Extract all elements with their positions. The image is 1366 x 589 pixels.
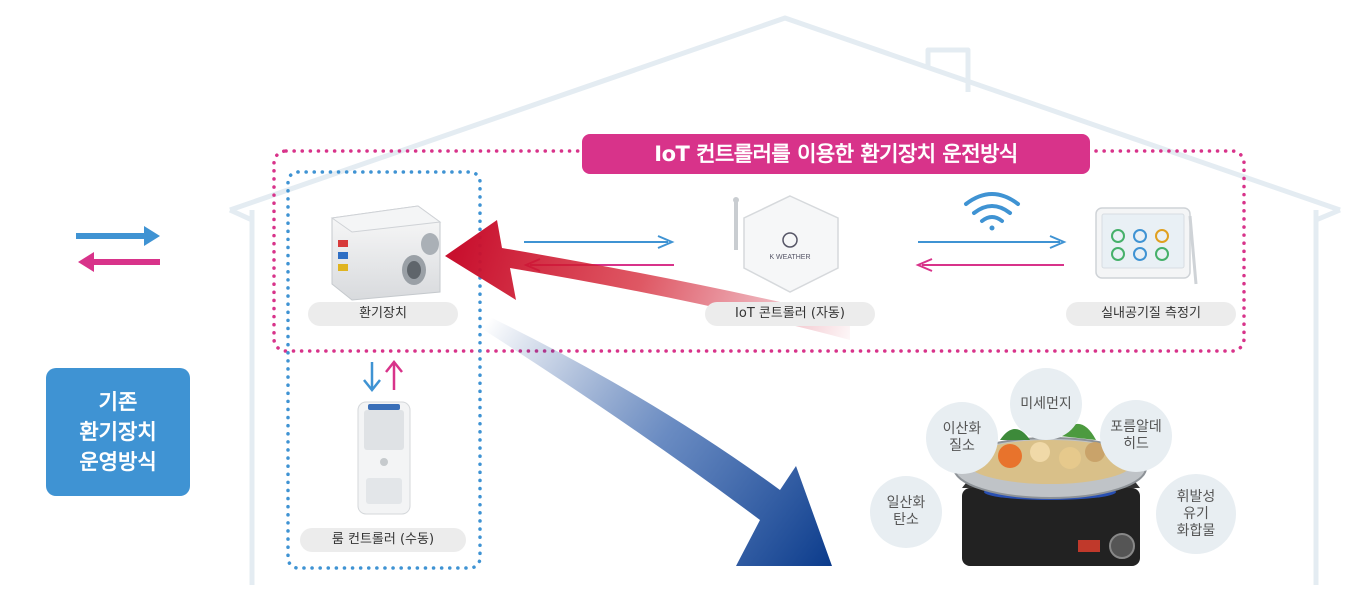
- pollutant-no2: 이산화 질소: [926, 402, 998, 474]
- legacy-label-line-2: 환기장치: [79, 420, 157, 444]
- air-meter-image: [1095, 207, 1198, 285]
- iot-system-frame: [272, 149, 1246, 353]
- iot-brand-text: K WEATHER: [769, 254, 810, 261]
- house-outline: [228, 15, 1341, 585]
- iot-meter-arrows: [915, 235, 1067, 272]
- ventilator-label: 환기장치: [308, 302, 458, 326]
- legacy-label-line-1: 기존: [98, 390, 138, 414]
- room-controller-image: [357, 401, 411, 515]
- legacy-operation-label: 기존 환기장치 운영방식: [46, 368, 190, 496]
- iot-controller-label: IoT 콘트롤러 (자동): [705, 302, 875, 326]
- room-controller-label: 룸 컨트롤러 (수동): [300, 528, 466, 552]
- legacy-system-frame: [286, 170, 482, 570]
- pollutant-pm: 미세먼지: [1010, 368, 1082, 440]
- ventilator-image: [330, 205, 442, 301]
- pollutant-co: 일산화 탄소: [870, 476, 942, 548]
- legacy-label-line-3: 운영방식: [79, 450, 157, 474]
- outflow-arrow: [484, 316, 832, 566]
- iot-controller-image: K WEATHER: [733, 195, 839, 293]
- iot-banner-title: IoT 컨트롤러를 이용한 환기장치 운전방식: [582, 134, 1090, 174]
- pollutant-formaldehyde: 포름알데 히드: [1100, 400, 1172, 472]
- manual-link-arrows-icon: [363, 359, 403, 393]
- pollutant-voc: 휘발성 유기 화합물: [1156, 474, 1236, 554]
- air-meter-label: 실내공기질 측정기: [1066, 302, 1236, 326]
- bidirectional-arrow-icon: [76, 226, 160, 272]
- wifi-icon: [964, 192, 1020, 231]
